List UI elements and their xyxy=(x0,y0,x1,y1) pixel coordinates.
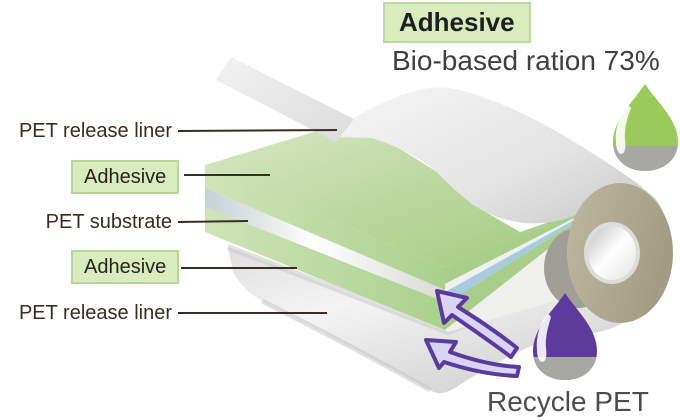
roll-core xyxy=(588,226,636,280)
layer-stack xyxy=(205,121,590,332)
pet-substrate-layer xyxy=(205,188,445,302)
recycle-pet-droplet-icon xyxy=(533,293,597,380)
layer-label-pet-release-liner-bottom: PET release liner xyxy=(18,302,172,324)
adhesive-bottom-layer xyxy=(205,207,445,330)
leader-line-pet-substrate xyxy=(177,220,249,223)
film-roll-icon xyxy=(544,183,673,323)
stack-top-face xyxy=(205,121,590,268)
layer-label-pet-release-liner-top: PET release liner xyxy=(18,120,172,142)
layer-label-adhesive-bottom: Adhesive xyxy=(71,250,180,284)
recycle-pet-text: Recycle PET xyxy=(487,386,649,417)
bio-based-ratio-text: Bio-based ration 73% xyxy=(392,45,660,76)
recycle-arrow-lower xyxy=(424,338,521,378)
layer-label-pet-substrate: PET substrate xyxy=(45,211,172,233)
bio-based-droplet-icon xyxy=(613,84,678,171)
layer-label-adhesive-top: Adhesive xyxy=(71,160,180,194)
recycle-arrow-upper xyxy=(435,289,519,359)
adhesive-callout-title: Adhesive xyxy=(383,2,531,43)
recycle-arrows-icon xyxy=(424,289,521,378)
peeled-liner-strip xyxy=(216,57,354,142)
substrate-fan-stripe xyxy=(445,211,590,304)
adhesive-top-layer xyxy=(205,165,445,290)
leader-lines xyxy=(177,129,338,314)
leader-line-pet-release-liner-top xyxy=(177,129,338,132)
